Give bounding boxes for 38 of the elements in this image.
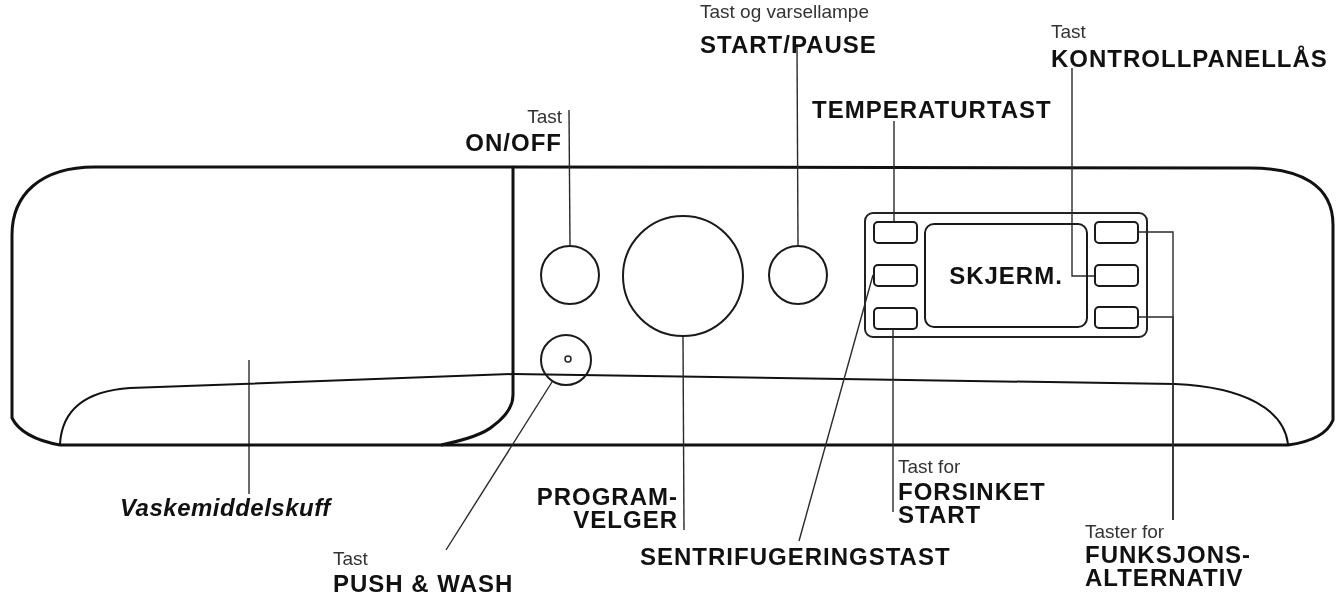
leader-line <box>1138 316 1174 521</box>
callout-caption: Taster for <box>1085 522 1165 542</box>
callout-label: FORSINKET START <box>898 480 1046 526</box>
key-button <box>873 221 918 244</box>
round-button <box>768 245 828 305</box>
display-screen: SKJERM. <box>924 223 1088 328</box>
leader-line <box>248 359 250 495</box>
key-button <box>1094 221 1139 244</box>
round-button <box>540 334 592 386</box>
detergent-drawer <box>10 165 516 447</box>
leader-line <box>1071 67 1095 277</box>
leader-line <box>568 109 571 246</box>
rotary-dial <box>622 215 744 337</box>
leader-line <box>682 336 685 531</box>
key-button <box>873 307 918 330</box>
callout-caption: Tast <box>333 549 368 569</box>
key-button <box>1094 306 1139 329</box>
round-button <box>540 245 600 305</box>
leader-line <box>445 381 553 551</box>
callout-label: FUNKSJONS- ALTERNATIV <box>1085 543 1251 589</box>
callout-caption: Tast for <box>898 457 961 477</box>
callout-label: TEMPERATURTAST <box>812 98 1052 121</box>
callout-label: PROGRAM- VELGER <box>536 485 678 531</box>
callout-caption: Tast og varsellampe <box>700 2 869 22</box>
key-button <box>873 264 918 287</box>
callout-caption: Tast <box>1051 22 1086 42</box>
callout-label: PUSH & WASH <box>333 572 514 595</box>
callout-label: KONTROLLPANELLÅS <box>1051 47 1328 70</box>
callout-label: SENTRIFUGERINGSTAST <box>640 545 951 568</box>
leader-line <box>892 329 894 513</box>
leader-line <box>893 120 895 222</box>
callout-label: ON/OFF <box>465 131 562 154</box>
leader-line <box>796 46 799 246</box>
callout-caption: Tast <box>527 107 562 127</box>
callout-label: Vaskemiddelskuff <box>120 496 331 519</box>
callout-label: START/PAUSE <box>700 33 877 56</box>
leader-line <box>798 274 874 542</box>
key-button <box>1094 264 1139 287</box>
